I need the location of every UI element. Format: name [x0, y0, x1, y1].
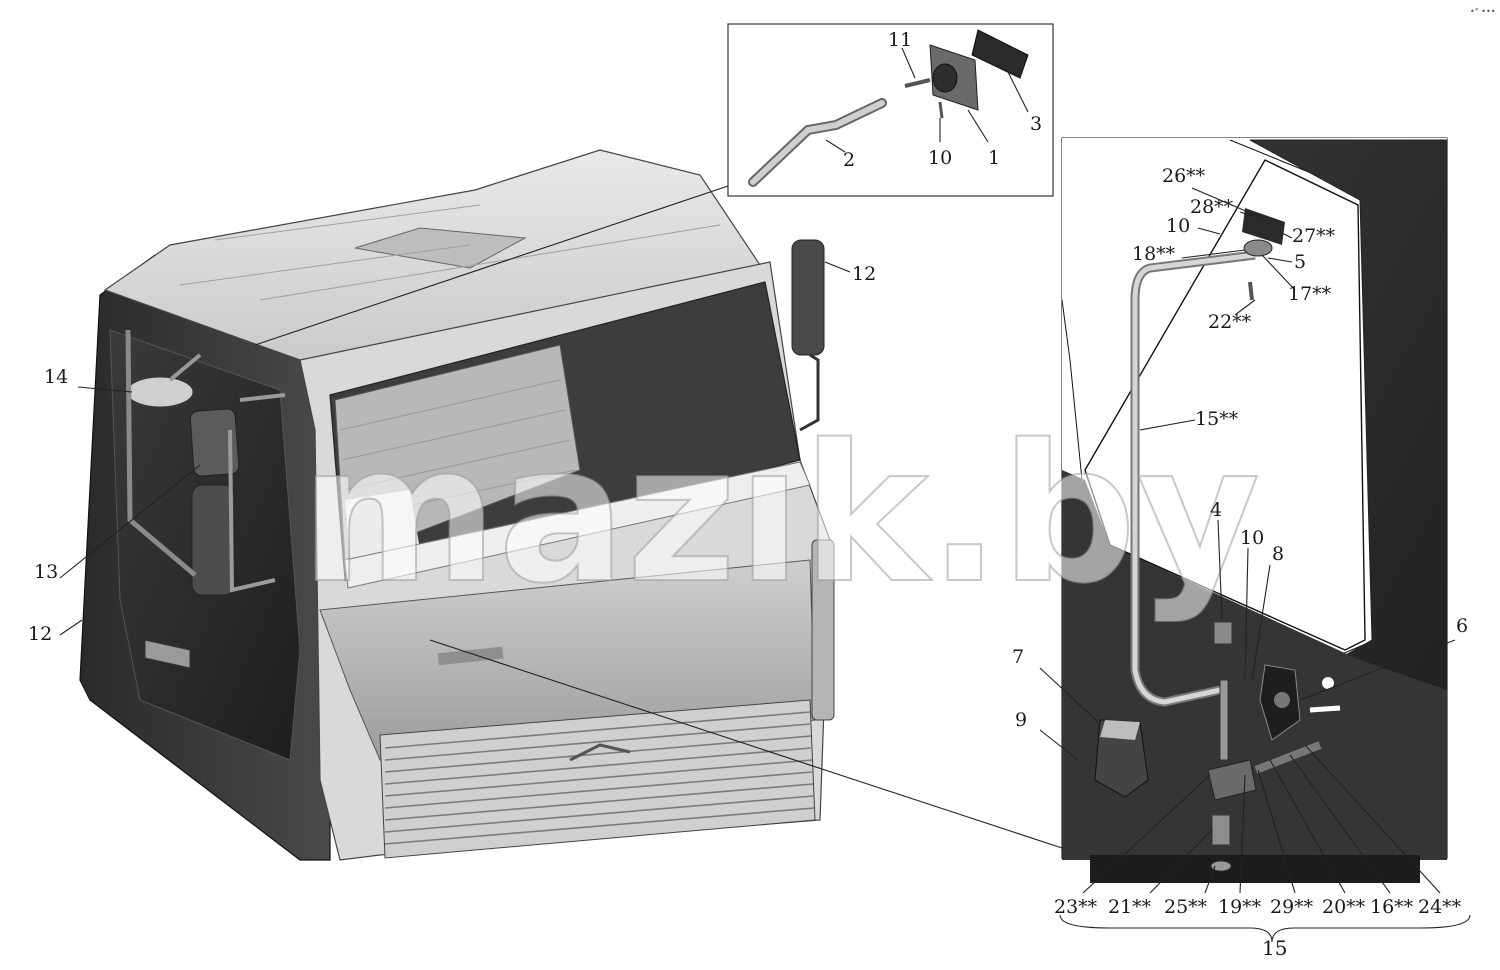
- label-22: 22**: [1208, 311, 1252, 333]
- detail-inset-door: [1061, 137, 1448, 883]
- label-10-door-mid: 10: [1240, 527, 1264, 549]
- label-3: 3: [1030, 113, 1042, 135]
- leader-lines: [59, 47, 1471, 943]
- label-12-side: 12: [28, 623, 52, 645]
- label-27: 27**: [1292, 225, 1336, 247]
- label-9: 9: [1015, 709, 1027, 731]
- label-5: 5: [1294, 251, 1306, 273]
- label-10-inset: 10: [928, 147, 952, 169]
- label-15-rail: 15**: [1195, 408, 1239, 430]
- label-25: 25**: [1164, 896, 1208, 918]
- label-29: 29**: [1270, 896, 1314, 918]
- label-4: 4: [1210, 499, 1222, 521]
- label-10-door-top: 10: [1166, 215, 1190, 237]
- label-19: 19**: [1218, 896, 1262, 918]
- label-14: 14: [44, 366, 68, 388]
- label-11: 11: [888, 29, 912, 51]
- label-13: 13: [34, 561, 58, 583]
- label-21: 21**: [1108, 896, 1152, 918]
- label-7: 7: [1012, 646, 1024, 668]
- label-2: 2: [843, 149, 855, 171]
- label-24: 24**: [1418, 896, 1462, 918]
- label-15-assembly: 15: [1262, 936, 1287, 960]
- label-6: 6: [1456, 615, 1468, 637]
- truck-cab: [79, 149, 835, 861]
- part-labels: 11 3 2 10 1 12 14 13 12 26** 28** 10 27*…: [28, 29, 1468, 960]
- label-28: 28**: [1190, 196, 1234, 218]
- label-16: 16**: [1370, 896, 1414, 918]
- label-17: 17**: [1288, 283, 1332, 305]
- label-1: 1: [988, 147, 1000, 169]
- label-20: 20**: [1322, 896, 1366, 918]
- watermark-text: mazık.by: [300, 404, 1260, 625]
- label-18: 18**: [1132, 243, 1176, 265]
- label-12-mirror: 12: [852, 263, 876, 285]
- corner-mark: •° •••: [1470, 7, 1495, 16]
- label-23: 23**: [1054, 896, 1098, 918]
- label-8: 8: [1272, 543, 1284, 565]
- label-26: 26**: [1162, 165, 1206, 187]
- detail-inset-handle: [727, 23, 1054, 197]
